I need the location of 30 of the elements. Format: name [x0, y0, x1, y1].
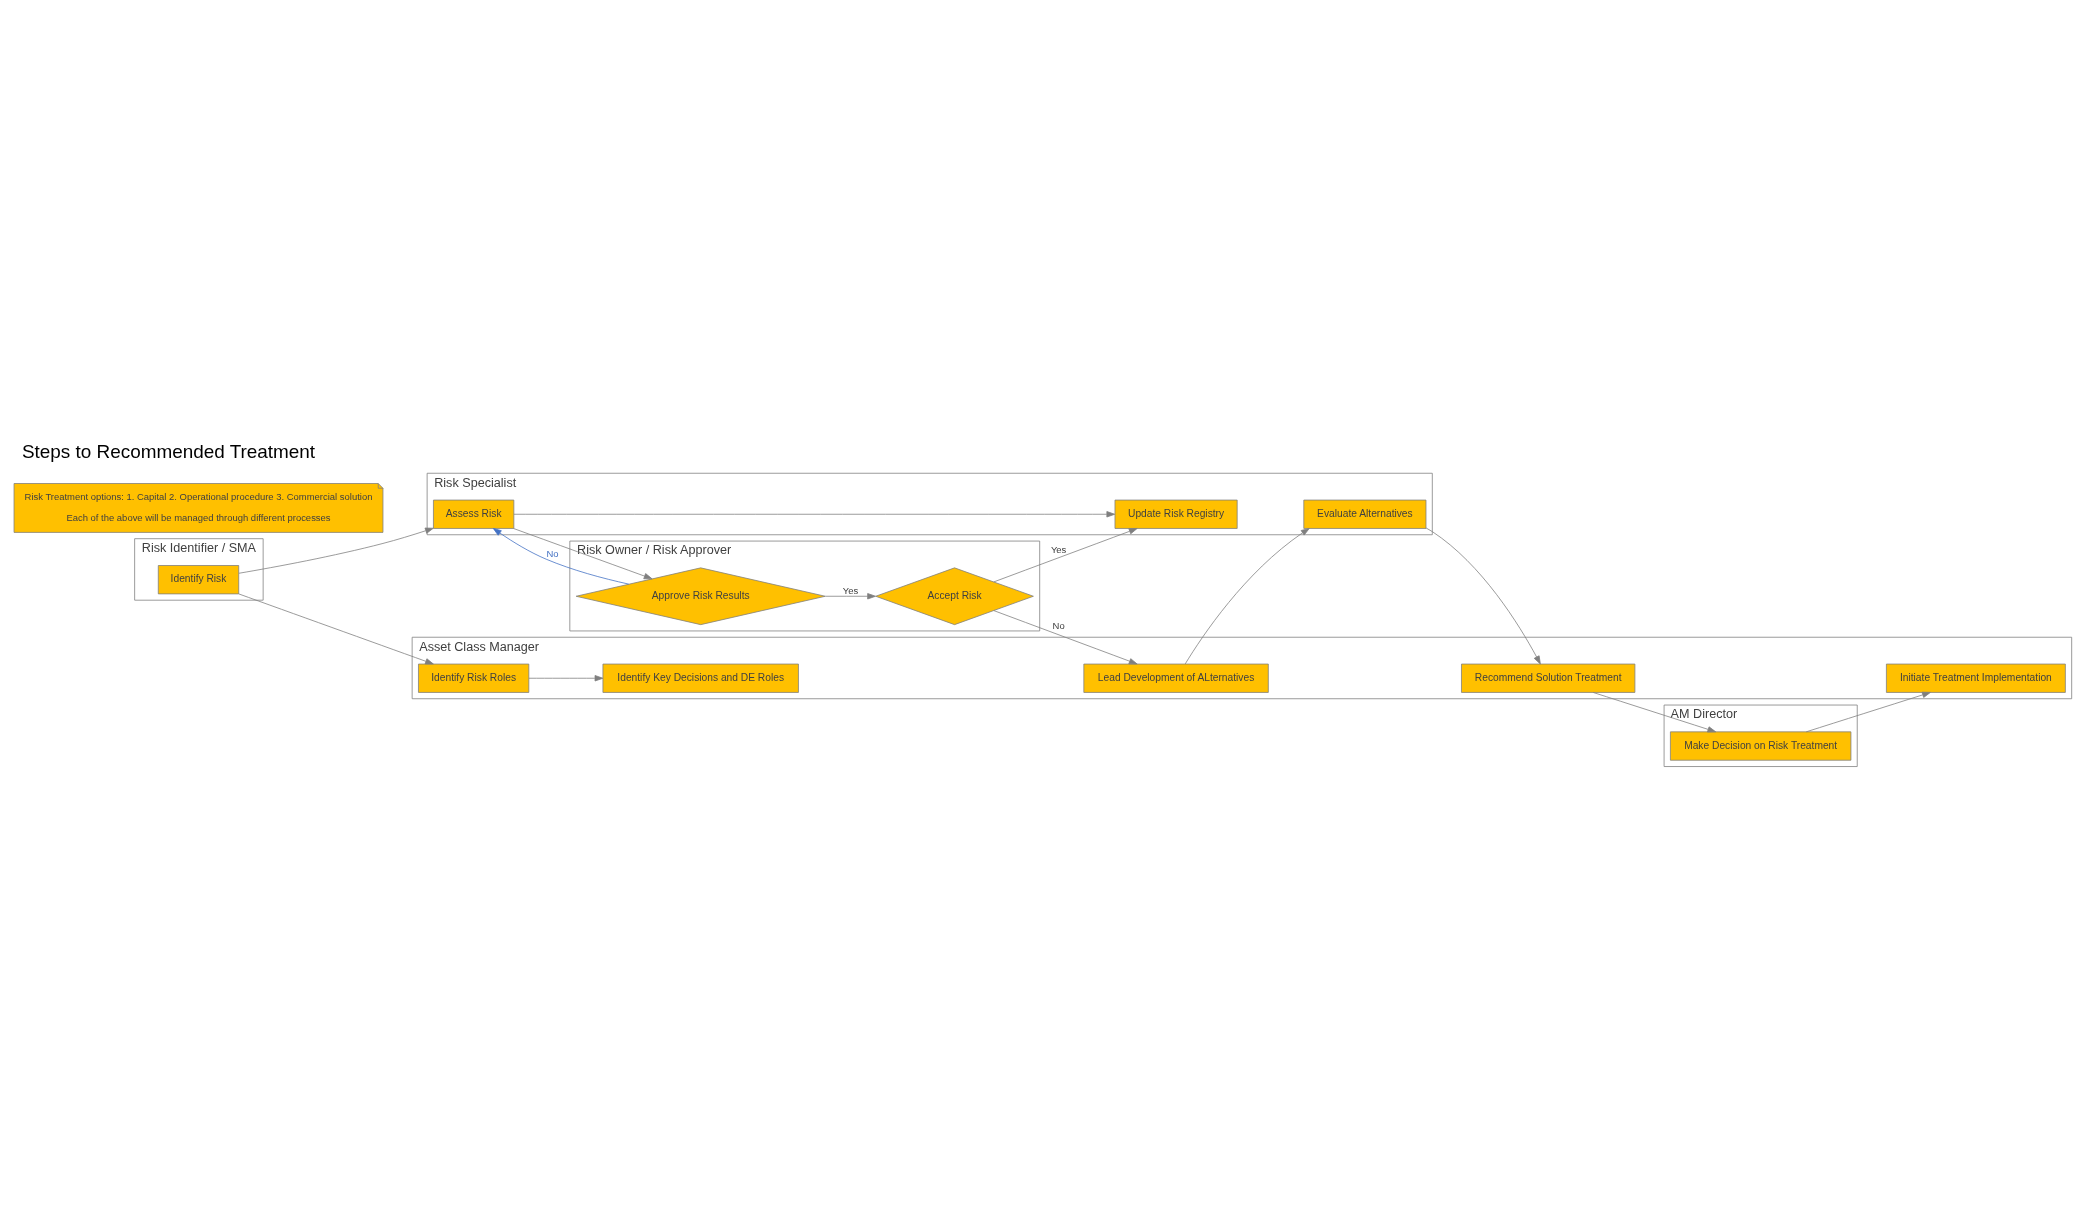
edge-label: No [546, 547, 559, 559]
edge-label: Yes [842, 584, 859, 596]
node-box: Lead Development of ALternatives [1083, 663, 1269, 693]
node-diamond: Approve Risk Results [575, 566, 826, 625]
diagram-title: Steps to Recommended Treatment [21, 440, 316, 462]
arrow [1805, 691, 1931, 732]
arrow [1592, 691, 1717, 732]
arrow [513, 510, 1116, 517]
node-box: Assess Risk [433, 499, 515, 529]
node-box: Identify Risk [157, 564, 240, 594]
arrow [238, 527, 434, 574]
arrow [513, 527, 653, 579]
arrow [492, 527, 630, 584]
arrow [825, 592, 876, 599]
node-box: Recommend Solution Treatment [1461, 663, 1636, 693]
arrow [1184, 527, 1310, 664]
arrow [1425, 527, 1541, 664]
edge-label: No [1052, 619, 1065, 631]
node-diamond: Accept Risk [875, 566, 1034, 625]
arrow [238, 593, 434, 664]
node-box: Update Risk Registry [1114, 499, 1238, 529]
node-box: Make Decision on Risk Treatment [1670, 730, 1852, 761]
arrow [528, 674, 604, 681]
edge-label: Yes [1050, 543, 1067, 555]
node-box: Identify Key Decisions and DE Roles [602, 663, 799, 693]
node-box: Identify Risk Roles [418, 663, 530, 693]
node-box: Initiate Treatment Implementation [1886, 663, 2066, 693]
arrow [993, 527, 1138, 582]
node-box: Evaluate Alternatives [1303, 499, 1427, 529]
arrow [993, 609, 1138, 664]
